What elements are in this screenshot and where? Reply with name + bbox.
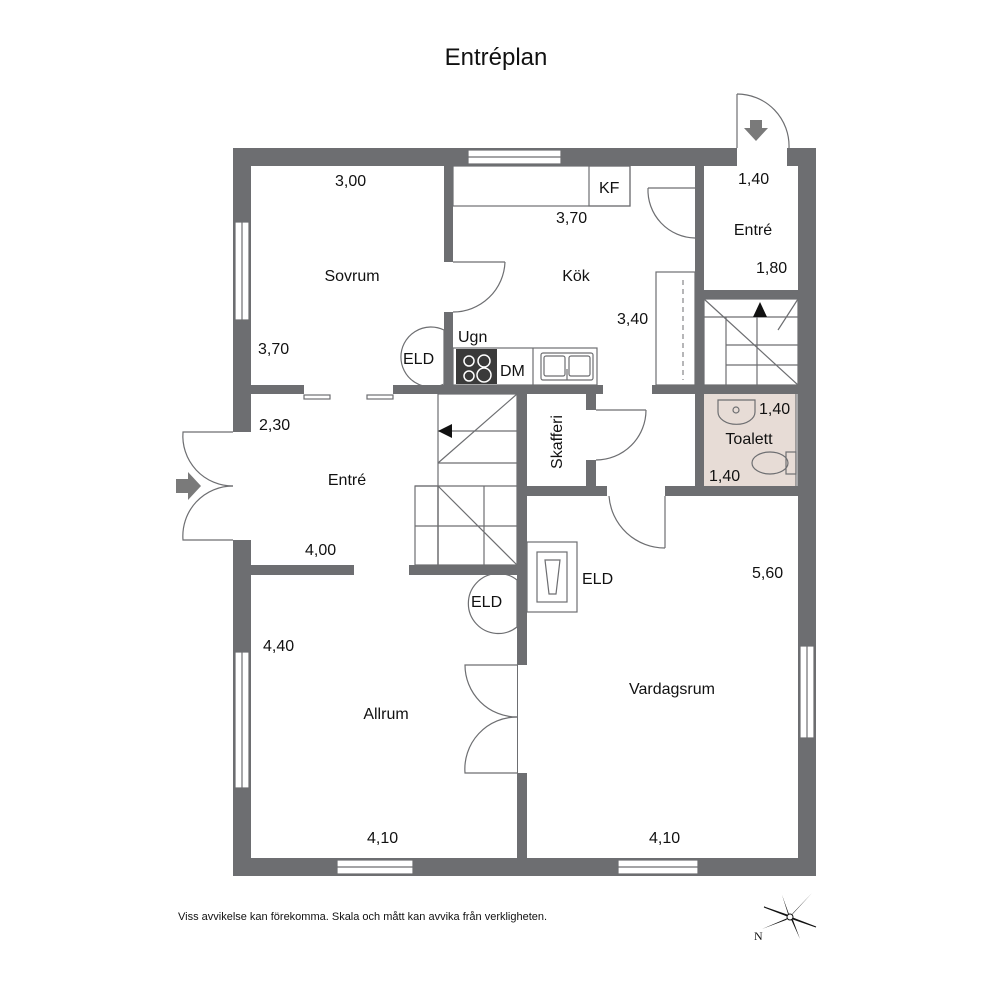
compass-icon	[762, 893, 817, 939]
dim-sovrum-w: 3,00	[335, 173, 366, 190]
arrow-right-icon	[176, 472, 201, 500]
label-eld-living: ELD	[582, 571, 613, 588]
label-eld-stair: ELD	[471, 594, 502, 611]
room-labels: Sovrum Kök Entré Entré Skafferi Toalett …	[324, 222, 773, 723]
dim-entre-top-w: 1,40	[738, 171, 769, 188]
dim-toalett-w: 1,40	[759, 401, 790, 418]
sliding-door	[303, 394, 394, 400]
fireplaces	[400, 326, 578, 635]
wall-openings	[233, 148, 787, 773]
entrance-arrows	[176, 120, 768, 500]
label-ugn: Ugn	[458, 329, 487, 346]
compass-label: N	[754, 929, 763, 943]
dim-allrum-h: 4,40	[263, 638, 294, 655]
room-entre-top: Entré	[734, 222, 772, 239]
dim-kok-w: 3,70	[556, 210, 587, 227]
fixture-labels: Ugn DM KF ELD ELD ELD	[403, 180, 620, 611]
stairs-small	[703, 298, 799, 386]
room-sovrum: Sovrum	[324, 268, 379, 285]
dim-toalett-h: 1,40	[709, 468, 740, 485]
room-skafferi: Skafferi	[549, 415, 566, 469]
label-eld-kitchen: ELD	[403, 351, 434, 368]
room-entre-left: Entré	[328, 472, 366, 489]
windows	[234, 149, 815, 875]
room-kok: Kök	[562, 268, 591, 285]
arrow-down-icon	[744, 120, 768, 141]
dim-entre-left-h: 4,00	[305, 542, 336, 559]
room-toalett: Toalett	[725, 431, 773, 448]
page-title: Entréplan	[444, 44, 548, 71]
dim-entre-left-w: 2,30	[259, 417, 290, 434]
stairs-main	[414, 393, 518, 566]
disclaimer: Viss avvikelse kan förekomma. Skala och …	[178, 911, 548, 923]
doors	[182, 93, 799, 774]
label-dm: DM	[500, 363, 525, 380]
dim-sovrum-h: 3,70	[258, 341, 289, 358]
toilet-fixtures	[717, 399, 797, 475]
dim-entre-top-h: 1,80	[756, 260, 787, 277]
dimension-labels: 3,00 3,70 3,70 3,40 1,40 1,80 1,40 1,40 …	[258, 171, 790, 847]
room-vardagsrum: Vardagsrum	[629, 681, 715, 698]
dim-kok-h: 3,40	[617, 311, 648, 328]
dim-allrum-w: 4,10	[367, 830, 398, 847]
dim-vardagsrum-w: 4,10	[649, 830, 680, 847]
label-kf: KF	[599, 180, 620, 197]
interior-walls	[251, 166, 798, 866]
kitchen-counters	[452, 165, 696, 386]
room-allrum: Allrum	[363, 706, 408, 723]
dim-vardagsrum-h: 5,60	[752, 565, 783, 582]
